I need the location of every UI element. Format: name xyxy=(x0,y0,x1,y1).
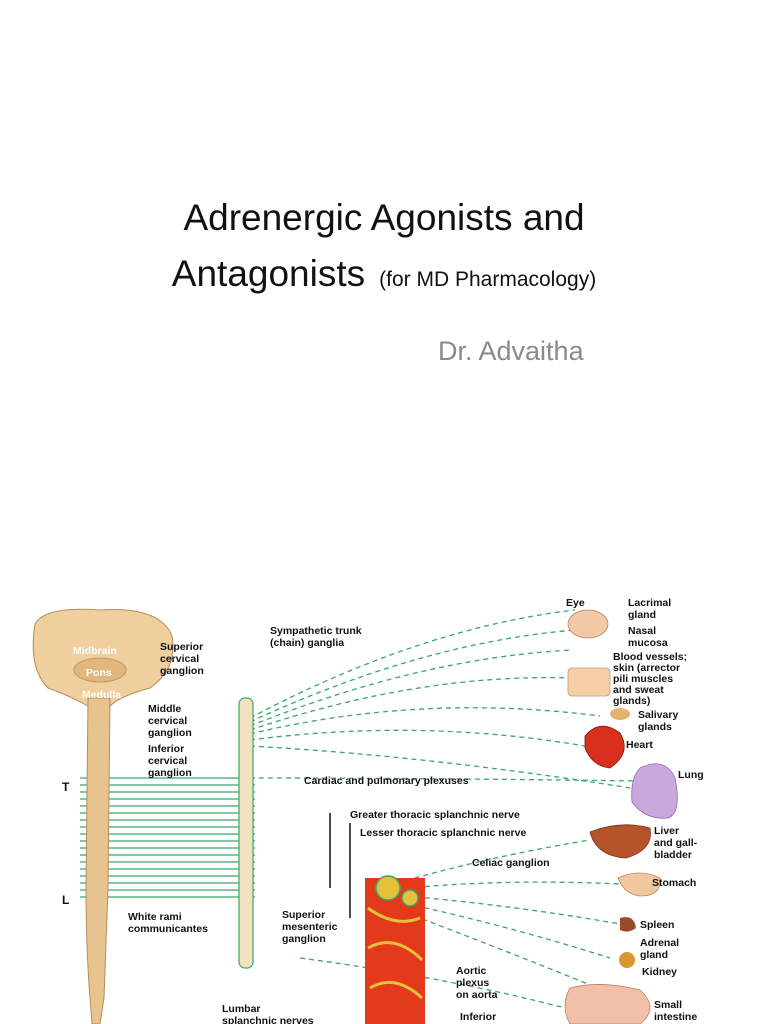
label-aortic-plexus-3: on aorta xyxy=(456,989,498,1001)
label-inferior-cervical-2: cervical xyxy=(148,755,187,767)
label-aortic-plexus-1: Aortic xyxy=(456,965,486,977)
label-sympathetic-trunk-1: Sympathetic trunk xyxy=(270,625,362,637)
slide-title: Adrenergic Agonists and Antagonists (for … xyxy=(0,190,768,301)
label-salivary-1: Salivary xyxy=(638,709,678,721)
label-small-intestine-1: Small xyxy=(654,999,682,1011)
label-inferior-cervical-3: ganglion xyxy=(148,767,192,779)
label-nasal-2: mucosa xyxy=(628,637,668,649)
label-kidney: Kidney xyxy=(642,966,677,978)
spleen-organ-shape xyxy=(620,917,636,932)
sympathetic-diagram-svg: Midbrain Pons Medulla T L Superior cervi… xyxy=(32,597,704,1024)
label-stomach: Stomach xyxy=(652,877,696,889)
label-spleen: Spleen xyxy=(640,919,674,931)
label-liver-3: bladder xyxy=(654,849,692,861)
label-superior-mesenteric-2: mesenteric xyxy=(282,921,338,933)
label-lumbar-splanchnic-1: Lumbar xyxy=(222,1003,261,1015)
label-heart: Heart xyxy=(626,739,653,751)
label-lacrimal-2: gland xyxy=(628,609,656,621)
label-adrenal-2: gland xyxy=(640,949,668,961)
organs xyxy=(564,609,678,1024)
label-blood-vessels-2: skin (arrector xyxy=(613,662,680,674)
label-superior-mesenteric-1: Superior xyxy=(282,909,325,921)
label-greater-splanchnic: Greater thoracic splanchnic nerve xyxy=(350,809,520,821)
intestine-organ-shape xyxy=(564,984,651,1024)
label-l2: L xyxy=(62,893,69,907)
lung-organ-shape xyxy=(631,763,678,819)
sympathetic-trunk xyxy=(238,697,254,969)
label-blood-vessels-1: Blood vessels; xyxy=(613,651,687,663)
skin-organ-shape xyxy=(567,667,611,697)
label-middle-cervical-3: ganglion xyxy=(148,727,192,739)
label-nasal-1: Nasal xyxy=(628,625,656,637)
label-lumbar-splanchnic-2: splanchnic nerves xyxy=(222,1015,314,1024)
title-line-2: Antagonists xyxy=(171,252,366,294)
label-t1: T xyxy=(62,780,70,794)
label-liver-1: Liver xyxy=(654,825,679,837)
label-cardiac-pulmonary: Cardiac and pulmonary plexuses xyxy=(304,775,469,787)
label-lung: Lung xyxy=(678,769,704,781)
label-white-rami-2: communicantes xyxy=(128,923,208,935)
label-medulla: Medulla xyxy=(82,689,121,701)
stomach-organ-shape xyxy=(617,872,661,897)
heart-organ-shape xyxy=(584,725,625,769)
title-line-1: Adrenergic Agonists and xyxy=(183,197,585,238)
label-inferior-cervical-1: Inferior xyxy=(148,743,184,755)
label-adrenal-1: Adrenal xyxy=(640,937,679,949)
brain-and-spinal-cord xyxy=(32,608,174,1024)
label-lacrimal-1: Lacrimal xyxy=(628,597,671,609)
aorta-plexus xyxy=(329,813,425,1024)
label-eye: Eye xyxy=(566,597,585,609)
label-middle-cervical-1: Middle xyxy=(148,703,181,715)
label-superior-cervical-2: cervical xyxy=(160,653,199,665)
label-pons: Pons xyxy=(86,667,112,679)
title-suffix: (for MD Pharmacology) xyxy=(379,267,597,291)
label-inferior: Inferior xyxy=(460,1011,496,1023)
face-organ-shape xyxy=(567,609,609,639)
salivary-organ-shape xyxy=(610,708,630,720)
sympathetic-nervous-system-figure: Midbrain Pons Medulla T L Superior cervi… xyxy=(0,588,768,1024)
label-salivary-2: glands xyxy=(638,721,672,733)
adrenal-organ-shape xyxy=(619,952,635,968)
label-lesser-splanchnic: Lesser thoracic splanchnic nerve xyxy=(360,827,526,839)
label-superior-cervical-3: ganglion xyxy=(160,665,204,677)
label-superior-cervical-1: Superior xyxy=(160,641,203,653)
label-celiac-ganglion: Celiac ganglion xyxy=(472,857,550,869)
label-blood-vessels-3: pili muscles xyxy=(613,673,673,685)
label-sympathetic-trunk-2: (chain) ganglia xyxy=(270,637,344,649)
label-midbrain: Midbrain xyxy=(73,645,117,657)
label-small-intestine-2: intestine xyxy=(654,1011,697,1023)
author-name: Dr. Advaitha xyxy=(438,336,584,366)
label-superior-mesenteric-3: ganglion xyxy=(282,933,326,945)
label-aortic-plexus-2: plexus xyxy=(456,977,489,989)
title-line-2-wrap: Antagonists (for MD Pharmacology) xyxy=(0,246,768,302)
label-blood-vessels-4: and sweat xyxy=(613,684,664,696)
label-blood-vessels-5: glands) xyxy=(613,695,650,707)
liver-organ-shape xyxy=(589,824,651,859)
label-middle-cervical-2: cervical xyxy=(148,715,187,727)
label-liver-2: and gall- xyxy=(654,837,698,849)
label-white-rami-1: White rami xyxy=(128,911,182,923)
